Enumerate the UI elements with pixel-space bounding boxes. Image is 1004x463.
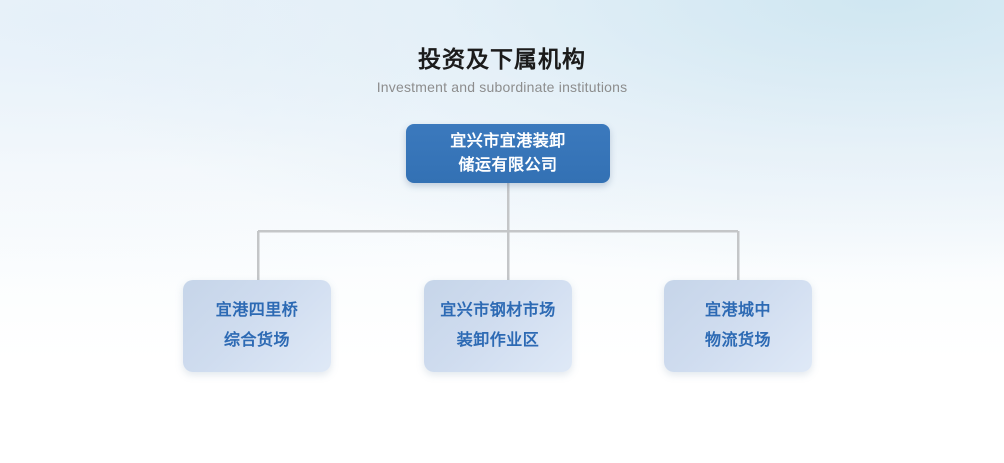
page-title: 投资及下属机构 [418, 46, 586, 72]
heading-block: 投资及下属机构 Investment and subordinate insti… [0, 44, 1004, 96]
org-node-child-0-line-1: 宜港四里桥 [215, 302, 299, 319]
org-node-child-1-line-2: 装卸作业区 [456, 332, 540, 349]
org-node-child-2[interactable]: 宜港城中 物流货场 [664, 280, 812, 372]
org-node-child-2-line-1: 宜港城中 [704, 302, 771, 319]
org-node-child-1-line-1: 宜兴市钢材市场 [440, 302, 556, 319]
org-node-child-0-line-2: 综合货场 [223, 332, 290, 349]
org-node-root-line-1: 宜兴市宜港装卸 [450, 132, 566, 150]
org-node-child-1[interactable]: 宜兴市钢材市场 装卸作业区 [424, 280, 572, 372]
page-subtitle: Investment and subordinate institutions [376, 79, 628, 95]
org-node-child-2-line-2: 物流货场 [704, 332, 771, 349]
org-node-root-line-2: 储运有限公司 [458, 156, 558, 174]
org-node-root[interactable]: 宜兴市宜港装卸 储运有限公司 [406, 124, 610, 183]
org-node-child-0[interactable]: 宜港四里桥 综合货场 [183, 280, 331, 372]
